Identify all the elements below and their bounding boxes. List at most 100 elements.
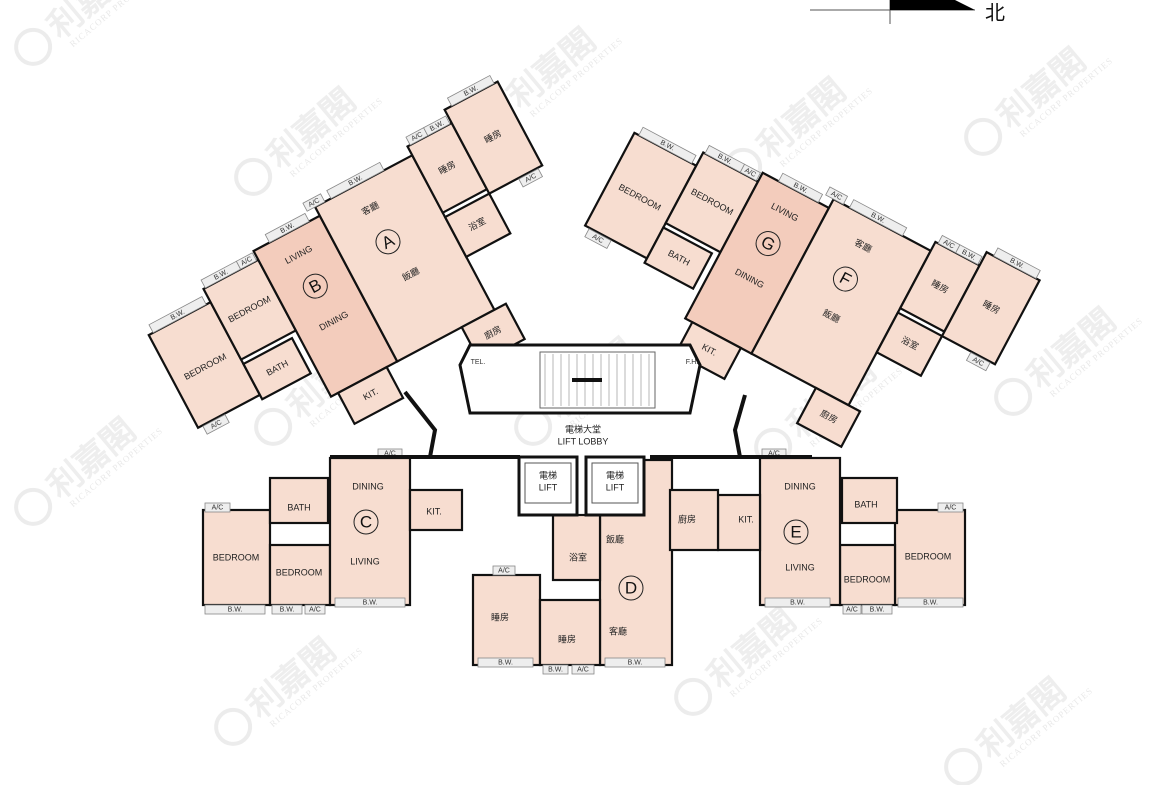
room-label zh: 客廳 (609, 625, 627, 636)
bay-window (848, 199, 908, 237)
room-label: KIT. (738, 514, 754, 524)
ac-platform (202, 413, 230, 435)
bay-window-label: B.W. (870, 607, 885, 614)
ac-label: A/C (240, 256, 254, 268)
room-label: BEDROOM (213, 552, 260, 562)
ac-label: A/C (384, 451, 396, 458)
room-bedroom (893, 508, 967, 607)
room-bathroom (643, 226, 714, 291)
north-label: 北 (985, 1, 1005, 25)
room-label zh: 浴室 (569, 551, 587, 562)
watermark-logo-icon (14, 487, 53, 526)
lift-lobby-label-en: LIFT LOBBY (558, 436, 609, 446)
ac-label: A/C (210, 419, 224, 431)
watermark-logo-icon (994, 377, 1033, 416)
lift-car (591, 462, 639, 504)
ac-label: A/C (971, 356, 985, 368)
lift-lobby-label-zh: 電梯大堂 (565, 423, 601, 434)
tel-room-label: TEL. (471, 359, 486, 366)
bay-window (148, 296, 207, 334)
ac-platform (965, 351, 991, 372)
ac-label: A/C (212, 505, 224, 512)
ac-label: A/C (524, 173, 538, 185)
lift-label-zh: 電梯 (539, 469, 557, 480)
bay-window (542, 664, 569, 675)
lower-units-c-d-e: BEDROOMBEDROOMBATHDININGLIVINGKIT.CB.W.B… (201, 390, 967, 675)
bay-window (326, 161, 385, 200)
room-label: BATH (854, 499, 877, 509)
bay-window (204, 604, 266, 615)
lift-label-en: LIFT (606, 482, 625, 492)
watermark-logo-icon (964, 117, 1003, 156)
ac-label: A/C (591, 233, 605, 245)
room-label zh: 飯廳 (606, 533, 624, 544)
unit-marker-circle (832, 266, 858, 292)
bay-window (638, 126, 697, 164)
room-living-dining (328, 456, 412, 607)
ac-label: A/C (942, 239, 956, 251)
watermark-logo-icon (674, 677, 713, 716)
ac-label: A/C (945, 505, 957, 512)
unit-marker-circle (755, 231, 781, 257)
bay-window (604, 657, 666, 668)
watermark-logo-icon (234, 157, 273, 196)
room-label zh: 廚房 (678, 513, 696, 524)
room-label: KIT. (426, 506, 442, 516)
ac-platform (571, 664, 595, 675)
bay-window (861, 604, 893, 615)
north-arrow: 北 (810, 0, 1005, 25)
room-label zh: 睡房 (558, 633, 576, 644)
bay-window-label: B.W. (923, 600, 938, 607)
ac-platform (842, 604, 862, 615)
ac-label: A/C (846, 607, 858, 614)
ac-platform (492, 565, 516, 576)
bay-window (764, 597, 831, 608)
lift-car (524, 462, 572, 504)
stair-divider (572, 378, 602, 382)
lift-label-en: LIFT (539, 482, 558, 492)
bay-window-label: B.W. (548, 667, 563, 674)
bay-window-label: B.W. (498, 660, 513, 667)
room-label: LIVING (785, 562, 815, 572)
bay-window (993, 247, 1041, 279)
bay-window (271, 604, 303, 615)
room-label zh: 睡房 (491, 611, 509, 622)
room-label: BEDROOM (276, 567, 323, 577)
room-bedroom (538, 598, 602, 667)
room-label: LIVING (350, 556, 380, 566)
unit-letter-c: C (360, 513, 372, 532)
ac-label: A/C (768, 451, 780, 458)
unit-letter-d: D (625, 579, 637, 598)
ac-platform (235, 252, 258, 270)
ac-platform (302, 193, 326, 212)
room-bedroom (268, 543, 332, 607)
fire-hydrant-label: F.H. (686, 359, 699, 366)
wing-units-a-b: BEDROOMBEDROOMBATHLIVINGDININGKIT.B客廳飯廳睡… (147, 74, 544, 435)
ac-label: A/C (307, 197, 321, 209)
unit-marker-circle (783, 519, 809, 545)
room-living-dining (758, 456, 842, 607)
room-bathroom (241, 336, 313, 401)
bay-window-label: B.W. (628, 660, 643, 667)
room-bathroom (551, 513, 602, 582)
room-kitchen (795, 386, 862, 449)
ac-platform (825, 186, 849, 205)
corridor-wall (403, 390, 438, 458)
room-kitchen (408, 488, 464, 532)
unit-marker-circle (353, 509, 379, 535)
bay-window (778, 172, 824, 203)
ac-platform (304, 604, 326, 615)
ac-label: A/C (830, 190, 844, 202)
room-label: BATH (287, 502, 310, 512)
bay-window-label: B.W. (363, 600, 378, 607)
ac-platform (584, 228, 612, 250)
bay-window (264, 212, 310, 244)
watermark-logo-icon (944, 747, 983, 785)
watermark-logo-icon (14, 27, 53, 66)
